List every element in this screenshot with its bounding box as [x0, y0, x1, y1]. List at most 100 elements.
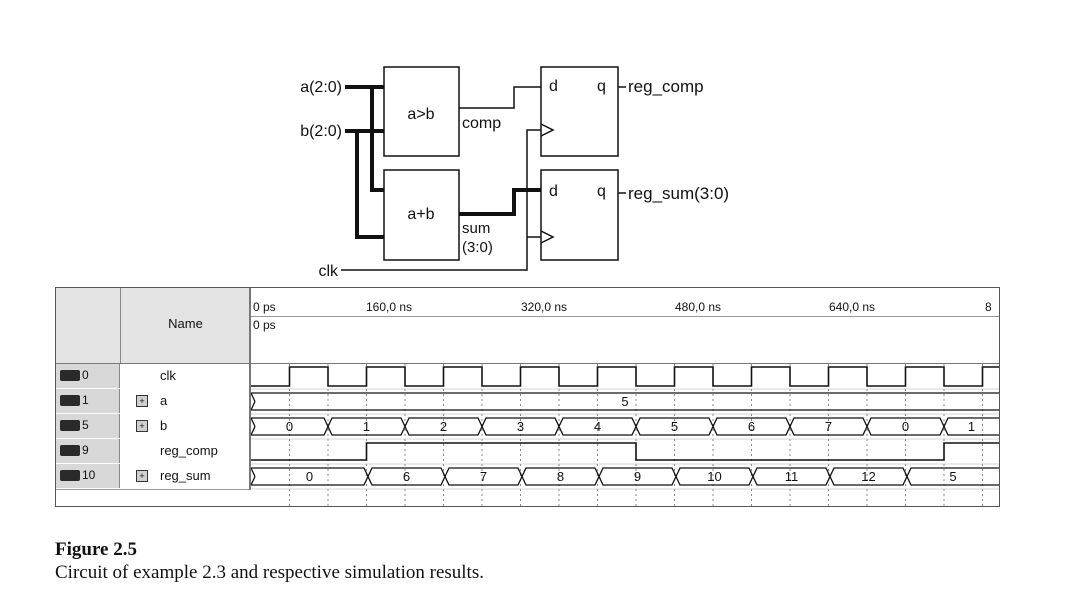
b-bus-edge: [789, 417, 868, 427]
sum-signal-label: sum: [462, 220, 490, 237]
signal-name: clk: [160, 368, 176, 383]
b-bus-value: 0: [902, 419, 909, 434]
b-bus-edge: [943, 417, 999, 427]
expand-plus-icon[interactable]: +: [136, 395, 148, 407]
reg-sum-bus-edge: [444, 467, 523, 477]
signal-row-clk[interactable]: 0 clk: [56, 364, 251, 390]
reg-sum-bus-edge: [251, 467, 369, 477]
signal-list-header: Name: [56, 288, 251, 364]
b-bus-edge: [327, 426, 406, 436]
b-bus-edge: [866, 417, 945, 427]
comparator-block: [383, 66, 460, 157]
reg-sum-bus-edge: [752, 467, 831, 477]
ff-sum-d-label: d: [549, 183, 558, 200]
clock-triangle-icon: [540, 123, 555, 137]
reg-sum-bus-edge: [444, 476, 523, 486]
output-reg-comp-label: reg_comp: [628, 77, 704, 96]
reg-sum-bus-value: 11: [785, 469, 799, 484]
expand-plus-icon[interactable]: +: [136, 470, 148, 482]
reg-sum-bus-edge: [598, 467, 677, 477]
a-bus-edge: [251, 401, 999, 411]
b-bus-edge: [712, 426, 791, 436]
time-tick-label: 640,0 ns: [829, 300, 876, 314]
b-bus-edge: [635, 417, 714, 427]
signal-name: a: [160, 393, 168, 408]
expand-plus-icon[interactable]: +: [136, 420, 148, 432]
reg-sum-bus-edge: [906, 476, 999, 486]
signal-row-b[interactable]: 5 + b: [56, 414, 251, 440]
b-bus-edge: [404, 426, 483, 436]
time-tick-label: 480,0 ns: [675, 300, 722, 314]
b-bus-edge: [481, 426, 560, 436]
adder-label: a+b: [407, 206, 434, 223]
b-bus-edge: [789, 426, 868, 436]
signal-row-a[interactable]: 1 + a: [56, 389, 251, 415]
b-bus-edge: [481, 417, 560, 427]
caption-title: Figure 2.5: [55, 539, 137, 560]
circuit-diagram: a(2:0) b(2:0) clk a>b a+b comp sum (3:0)…: [300, 66, 729, 280]
b-bus-edge: [327, 417, 406, 427]
ff-comp-d-label: d: [549, 78, 558, 95]
column-divider: [120, 288, 121, 363]
reg-sum-bus-value: 8: [557, 469, 564, 484]
signal-index: 10: [82, 468, 96, 482]
output-pin-icon: [60, 470, 80, 481]
signal-index: 5: [82, 418, 89, 432]
reg-sum-bus-value: 7: [480, 469, 487, 484]
comp-signal-label: comp: [462, 115, 501, 132]
b-bus-value: 5: [671, 419, 678, 434]
input-pin-icon: [60, 395, 80, 406]
reg-sum-bus-edge: [675, 476, 754, 486]
flipflop-sum: [540, 169, 619, 261]
clock-triangle-icon: [540, 230, 555, 244]
reg-sum-bus-edge: [367, 467, 446, 477]
signal-index-cell: 1: [56, 389, 120, 413]
reg-sum-bus-value: 10: [707, 469, 721, 484]
signal-index-cell: 0: [56, 364, 120, 388]
reg-sum-bus-value: 12: [861, 469, 875, 484]
b-bus-value: 0: [286, 419, 293, 434]
cursor-time-label: 0 ps: [253, 318, 276, 332]
time-tick-label: 320,0 ns: [521, 300, 568, 314]
time-tick-label: 160,0 ns: [366, 300, 413, 314]
reg-sum-bus-edge: [521, 476, 600, 486]
signal-index-cell: 10: [56, 464, 120, 488]
signal-index-cell: 5: [56, 414, 120, 438]
b-bus-value: 4: [594, 419, 601, 434]
b-bus-value: 2: [440, 419, 447, 434]
flipflop-comp: [540, 66, 619, 157]
reg-comp-waveform: [251, 442, 999, 461]
b-bus-edge: [712, 417, 791, 427]
signal-name: b: [160, 418, 168, 433]
signal-row-reg-sum[interactable]: 10 + reg_sum: [56, 464, 251, 490]
b-bus-value: 3: [517, 419, 524, 434]
signal-index-cell: 9: [56, 439, 120, 463]
reg-sum-bus-edge: [829, 476, 908, 486]
reg-sum-bus-edge: [598, 476, 677, 486]
input-b-label: b(2:0): [300, 123, 342, 140]
reg-sum-bus-value: 6: [403, 469, 410, 484]
signal-name: reg_comp: [160, 443, 218, 458]
reg-sum-bus-edge: [521, 467, 600, 477]
signal-index: 0: [82, 368, 89, 382]
time-tick-label: 0 ps: [253, 300, 276, 314]
b-bus-edge: [943, 426, 999, 436]
b-bus-edge: [635, 426, 714, 436]
figure-caption: Figure 2.5 Circuit of example 2.3 and re…: [55, 539, 484, 584]
b-bus-value: 1: [968, 419, 975, 434]
reg-sum-bus-edge: [752, 476, 831, 486]
b-bus-value: 6: [748, 419, 755, 434]
signal-name: reg_sum: [160, 468, 211, 483]
signal-row-reg-comp[interactable]: 9 reg_comp: [56, 439, 251, 465]
reg-sum-bus-value: 5: [949, 469, 956, 484]
reg-sum-bus-edge: [829, 467, 908, 477]
a-bus-value: 5: [621, 394, 628, 409]
output-pin-icon: [60, 445, 80, 456]
output-reg-sum-label: reg_sum(3:0): [628, 184, 729, 203]
reg-sum-bus-value: 9: [634, 469, 641, 484]
b-bus-edge: [558, 426, 637, 436]
comparator-label: a>b: [407, 106, 434, 123]
